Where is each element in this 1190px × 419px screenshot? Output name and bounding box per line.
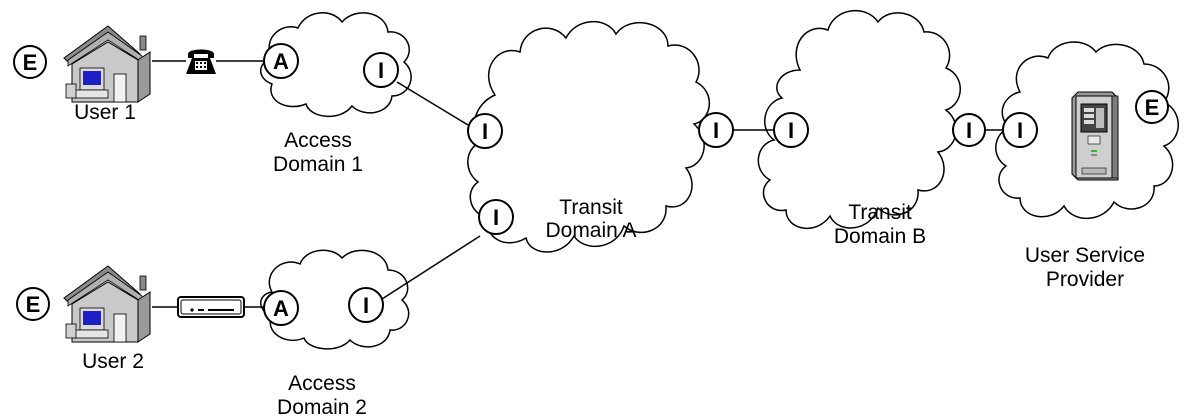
user2-label: User 2 xyxy=(82,350,144,373)
user1-endpoint-node: E xyxy=(13,45,47,79)
house-computer-icon xyxy=(63,25,151,103)
user2-access-node: A xyxy=(263,290,299,326)
transit-domain-b-cloud xyxy=(757,9,961,230)
access1-interconnect-node: I xyxy=(363,52,399,88)
transitA-to-B-node: I xyxy=(698,112,734,148)
svg-text:E: E xyxy=(26,292,41,317)
user-service-provider-label-line2: Provider xyxy=(1046,268,1124,291)
svg-text:E: E xyxy=(23,50,38,75)
modem-icon xyxy=(177,296,245,318)
user1-label: User 1 xyxy=(74,101,136,124)
access-domain-1-label-line2: Domain 1 xyxy=(273,153,363,176)
svg-text:A: A xyxy=(273,296,289,321)
access-domain-1-cloud xyxy=(260,12,412,118)
transit-domain-a-label-line2: Domain A xyxy=(545,219,636,242)
transitA-access2-node: I xyxy=(478,199,514,235)
svg-text:I: I xyxy=(966,118,972,143)
access-domain-2-label-line2: Domain 2 xyxy=(277,396,367,419)
svg-text:I: I xyxy=(363,293,369,318)
transit-domain-b-label-line2: Domain B xyxy=(834,225,926,248)
access-domain-2-label-line1: Access xyxy=(288,372,356,395)
server-icon xyxy=(1071,91,1119,181)
svg-text:I: I xyxy=(788,118,794,143)
user-service-provider-label-line1: User Service xyxy=(1025,244,1145,267)
user2-endpoint-node: E xyxy=(16,287,50,321)
nodes: E A I I I I I I xyxy=(13,43,1169,326)
access2-interconnect-node: I xyxy=(348,287,384,323)
svg-text:I: I xyxy=(713,118,719,143)
transit-domain-a-label-line1: Transit xyxy=(559,196,623,219)
access-domain-1-label-line1: Access xyxy=(284,129,352,152)
labels: User 1 Access Domain 1 Transit Domain A … xyxy=(74,101,1145,419)
transitB-to-provider-node: I xyxy=(952,113,986,147)
svg-text:E: E xyxy=(1145,95,1160,120)
transitA-access1-node: I xyxy=(467,113,503,149)
links xyxy=(152,60,1003,308)
svg-text:I: I xyxy=(1017,118,1023,143)
house-computer-icon xyxy=(63,265,151,343)
transitB-from-A-node: I xyxy=(773,112,809,148)
link-access1-transitA xyxy=(396,81,469,126)
user1-access-node: A xyxy=(263,43,299,79)
link-access2-transitA xyxy=(381,235,481,300)
access-domain-2-cloud xyxy=(260,249,410,350)
provider-endpoint-node: E xyxy=(1135,90,1169,124)
svg-text:A: A xyxy=(273,49,289,74)
svg-text:I: I xyxy=(378,58,384,83)
telephone-icon xyxy=(186,49,216,74)
provider-interconnect-node: I xyxy=(1002,112,1038,148)
svg-text:I: I xyxy=(493,205,499,230)
transit-domain-b-label-line1: Transit xyxy=(848,201,912,224)
transit-domain-a-cloud xyxy=(467,20,711,253)
svg-text:I: I xyxy=(482,119,488,144)
